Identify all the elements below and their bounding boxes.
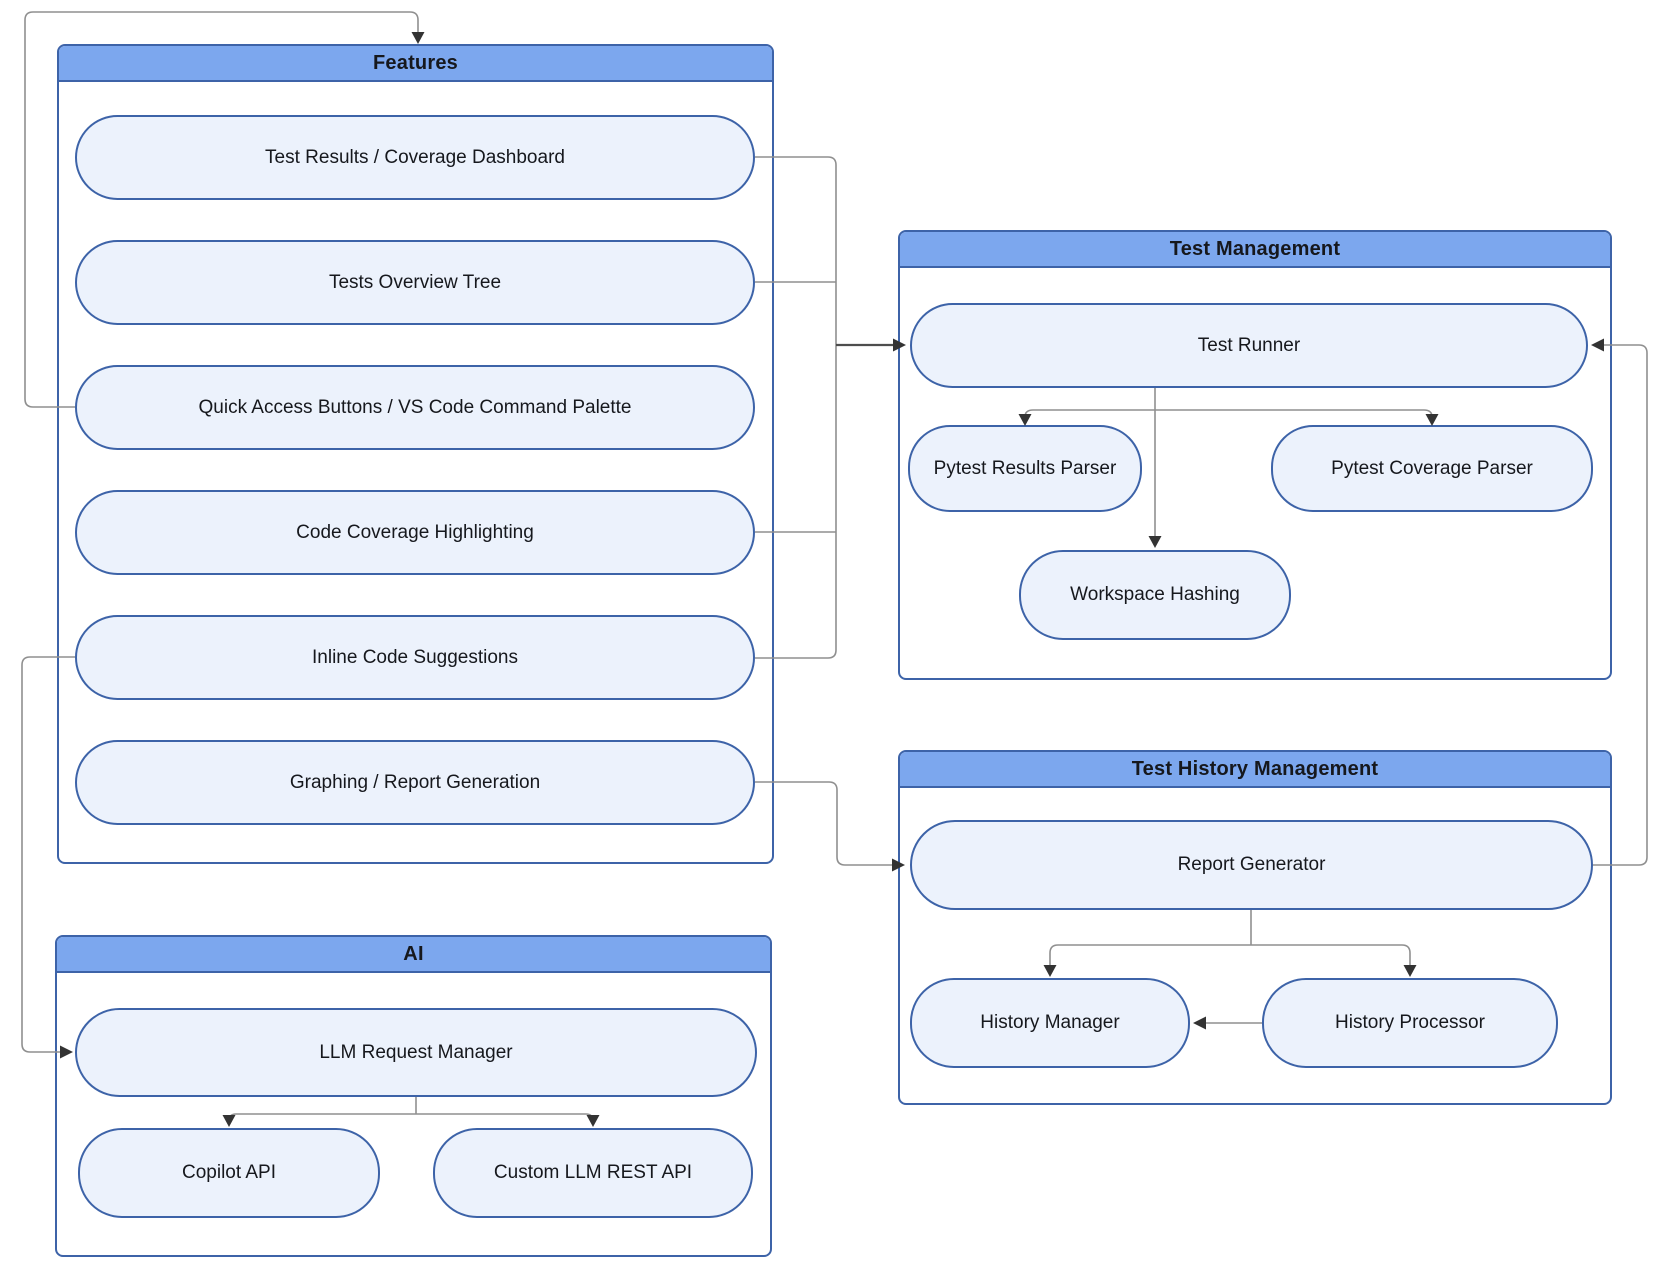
node-graphing-report-generation: Graphing / Report Generation: [75, 740, 755, 825]
edge-graphing-to-report-generator: [755, 781, 905, 872]
node-llm-request-manager: LLM Request Manager: [75, 1008, 757, 1097]
node-pytest-coverage-parser: Pytest Coverage Parser: [1271, 425, 1593, 512]
node-inline-code-suggestions: Inline Code Suggestions: [75, 615, 755, 700]
arrowhead-down: [411, 32, 425, 44]
node-pytest-results-parser: Pytest Results Parser: [908, 425, 1142, 512]
node-code-coverage-highlighting: Code Coverage Highlighting: [75, 490, 755, 575]
edge-features-to-test-runner: [755, 156, 906, 659]
node-copilot-api: Copilot API: [78, 1128, 380, 1218]
container-features-title: Features: [59, 46, 772, 82]
node-workspace-hashing: Workspace Hashing: [1019, 550, 1291, 640]
node-test-runner: Test Runner: [910, 303, 1588, 388]
node-tests-overview-tree: Tests Overview Tree: [75, 240, 755, 325]
container-ai-title: AI: [57, 937, 770, 973]
node-history-manager: History Manager: [910, 978, 1190, 1068]
container-test-history-management-title: Test History Management: [900, 752, 1610, 788]
node-quick-access-buttons: Quick Access Buttons / VS Code Command P…: [75, 365, 755, 450]
node-custom-llm-rest-api: Custom LLM REST API: [433, 1128, 753, 1218]
container-test-management-title: Test Management: [900, 232, 1610, 268]
node-test-results-coverage-dashboard: Test Results / Coverage Dashboard: [75, 115, 755, 200]
node-report-generator: Report Generator: [910, 820, 1593, 910]
node-history-processor: History Processor: [1262, 978, 1558, 1068]
